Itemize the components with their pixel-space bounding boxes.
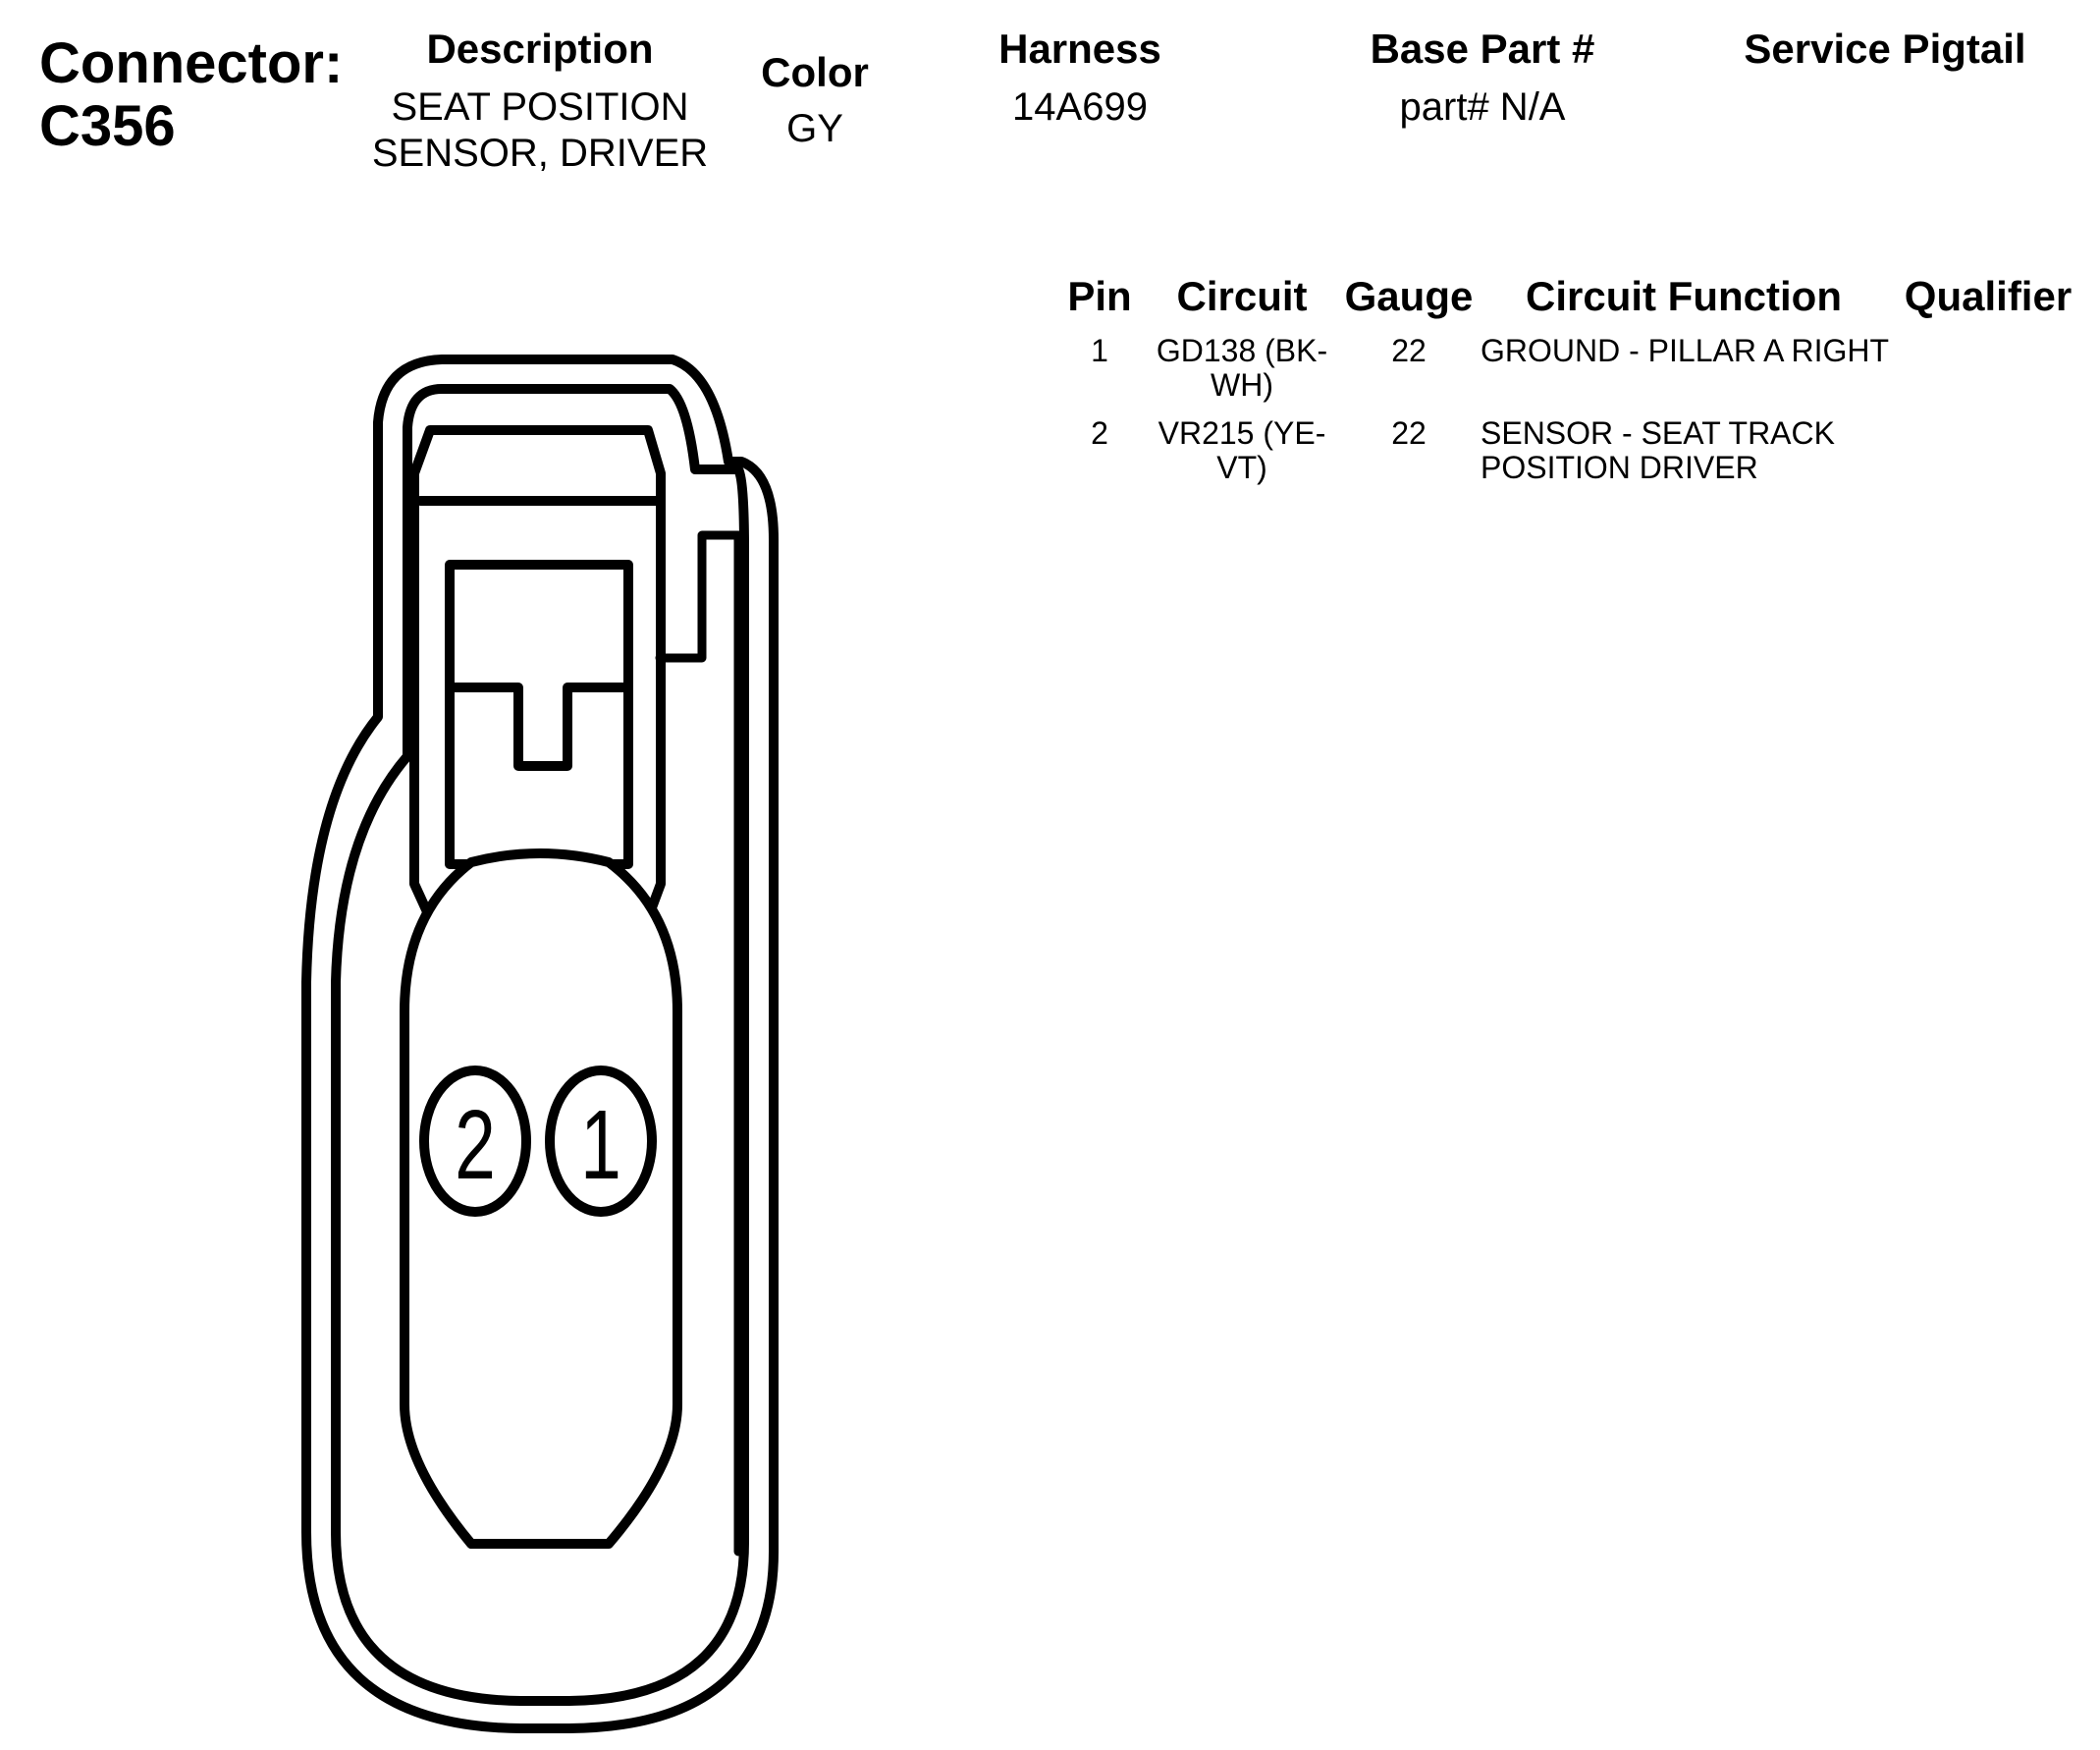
- row2-circuit-line1: VR215 (YE-: [1158, 415, 1326, 451]
- row1-gauge: 22: [1391, 333, 1427, 368]
- pin-cavity-body: [400, 848, 682, 1549]
- latch-detail: [655, 530, 743, 1557]
- color-header: Color: [761, 49, 869, 95]
- harness-value: 14A699: [1012, 85, 1148, 129]
- row1-pin: 1: [1091, 333, 1108, 368]
- row2-pin: 2: [1091, 415, 1108, 451]
- row2-circuit-line2: VT): [1216, 450, 1267, 485]
- description-line1: SEAT POSITION: [391, 85, 689, 129]
- key-notch-rectangle: [445, 560, 633, 869]
- col-header-gauge: Gauge: [1344, 273, 1474, 319]
- base-part-header: Base Part #: [1370, 26, 1595, 72]
- row1-circuit-line2: WH): [1211, 367, 1273, 403]
- description-line2: SENSOR, DRIVER: [371, 132, 709, 175]
- col-header-pin: Pin: [1067, 273, 1132, 319]
- base-part-value: part# N/A: [1399, 85, 1566, 129]
- pin-circle-1: [545, 1066, 657, 1217]
- col-header-circuit: Circuit: [1176, 273, 1308, 319]
- pin-number-1: 1: [580, 1089, 621, 1199]
- row1-function-line1: GROUND - PILLAR A RIGHT: [1481, 333, 1890, 368]
- row2-function-line1: SENSOR - SEAT TRACK: [1481, 415, 1835, 451]
- col-header-circuit-function: Circuit Function: [1526, 273, 1842, 319]
- color-value: GY: [786, 107, 843, 150]
- pin-number-2: 2: [455, 1089, 496, 1199]
- service-pigtail-header: Service Pigtail: [1744, 26, 2026, 72]
- housing-inner-outline: [331, 384, 749, 1706]
- harness-header: Harness: [998, 26, 1161, 72]
- row2-function-line2: POSITION DRIVER: [1481, 450, 1758, 485]
- row2-gauge: 22: [1391, 415, 1427, 451]
- row1-circuit-line1: GD138 (BK-: [1156, 333, 1328, 368]
- pin-circle-2: [419, 1066, 531, 1217]
- description-header: Description: [426, 26, 654, 72]
- key-notch: [445, 683, 633, 771]
- housing-outer-outline: [301, 355, 779, 1733]
- connector-id: C356: [39, 94, 176, 158]
- col-header-qualifier: Qualifier: [1904, 273, 2073, 319]
- connector-label: Connector:: [39, 31, 344, 95]
